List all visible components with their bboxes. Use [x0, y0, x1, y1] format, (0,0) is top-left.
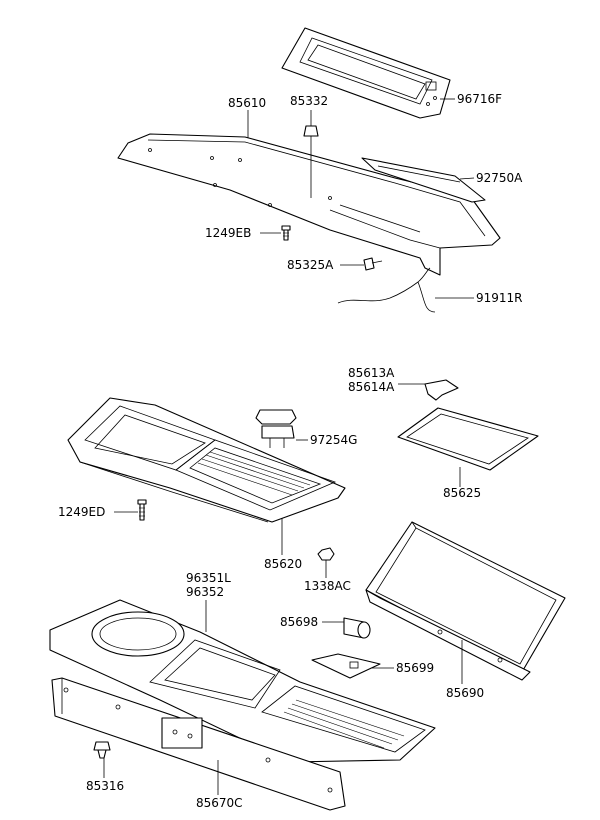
dust-seal-85698	[343, 617, 371, 639]
label-97254G: 97254G	[310, 433, 357, 447]
screw-1249ED	[137, 499, 147, 521]
label-85332: 85332	[290, 94, 328, 108]
label-1338AC: 1338AC	[304, 579, 351, 593]
label-91911R: 91911R	[476, 291, 523, 305]
label-1249EB: 1249EB	[205, 226, 251, 240]
label-1249ED: 1249ED	[58, 505, 105, 519]
label-85690: 85690	[446, 686, 484, 700]
console-ribs	[283, 699, 405, 749]
tray-ribs	[197, 451, 311, 496]
label-96352: 96352	[186, 585, 224, 599]
label-85610: 85610	[228, 96, 266, 110]
label-96716F: 96716F	[457, 92, 502, 106]
mat-85625	[397, 407, 539, 471]
clip-85316	[93, 741, 111, 759]
switch-97254G	[255, 409, 297, 448]
console-tray-85620	[67, 397, 346, 523]
label-96351L: 96351L	[186, 571, 231, 585]
bracket-85699	[311, 653, 381, 679]
rear-console-96351L	[49, 599, 436, 763]
label-92750A: 92750A	[476, 171, 523, 185]
label-85699: 85699	[396, 661, 434, 675]
leader-lines	[103, 98, 475, 795]
wiring-harness	[337, 267, 436, 313]
label-85620: 85620	[264, 557, 302, 571]
screw-85325A	[363, 257, 383, 271]
part-labels: 96716F 85610 85332 92750A 1249EB 85325A …	[58, 92, 523, 810]
label-85316: 85316	[86, 779, 124, 793]
high-mount-lamp-cover	[281, 27, 451, 119]
label-85670C: 85670C	[196, 796, 243, 810]
bracket-85670C	[51, 677, 346, 811]
push-clip-85332	[303, 125, 319, 198]
bracket-85613A	[424, 379, 459, 401]
tonneau-cover-85690	[365, 521, 566, 681]
label-85698: 85698	[280, 615, 318, 629]
label-85625: 85625	[443, 486, 481, 500]
label-85614A: 85614A	[348, 380, 395, 394]
label-85613A: 85613A	[348, 366, 395, 380]
tray-trim-strip	[361, 157, 486, 203]
screw-1249EB	[281, 225, 291, 241]
package-tray-panel	[117, 133, 501, 276]
label-85325A: 85325A	[287, 258, 334, 272]
nut-1338AC	[317, 547, 335, 561]
